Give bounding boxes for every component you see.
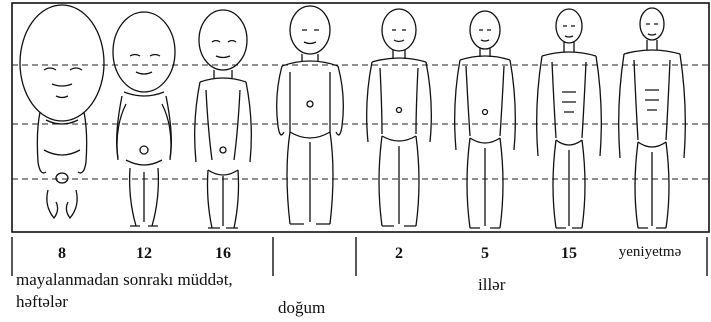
- stage-label-adolescent: yeniyetmə: [619, 244, 682, 260]
- stage-label-5: 5: [481, 245, 489, 262]
- youth-15-years-figure: [537, 9, 602, 228]
- stage-label-15: 15: [561, 245, 577, 262]
- prenatal-caption-line1: mayalanmadan sonrakı müddət,: [16, 270, 233, 289]
- fetus-8-weeks-figure: [20, 5, 104, 218]
- stage-label-8: 8: [58, 245, 66, 262]
- newborn-figure: [277, 6, 344, 224]
- stage-label-12: 12: [136, 245, 152, 262]
- proportion-guides: [12, 65, 709, 179]
- child-2-years-figure: [367, 9, 432, 226]
- stage-label-2: 2: [395, 245, 403, 262]
- stage-label-16: 16: [215, 245, 231, 262]
- child-5-years-figure: [455, 11, 516, 228]
- birth-caption: doğum: [278, 298, 325, 317]
- adolescent-figure: [619, 8, 686, 228]
- years-caption: illər: [478, 275, 505, 294]
- fetus-16-weeks-figure: [195, 10, 252, 228]
- fetus-12-weeks-figure: [113, 12, 175, 226]
- prenatal-caption-line2: həftələr: [16, 292, 68, 311]
- figure-frame: [12, 3, 709, 232]
